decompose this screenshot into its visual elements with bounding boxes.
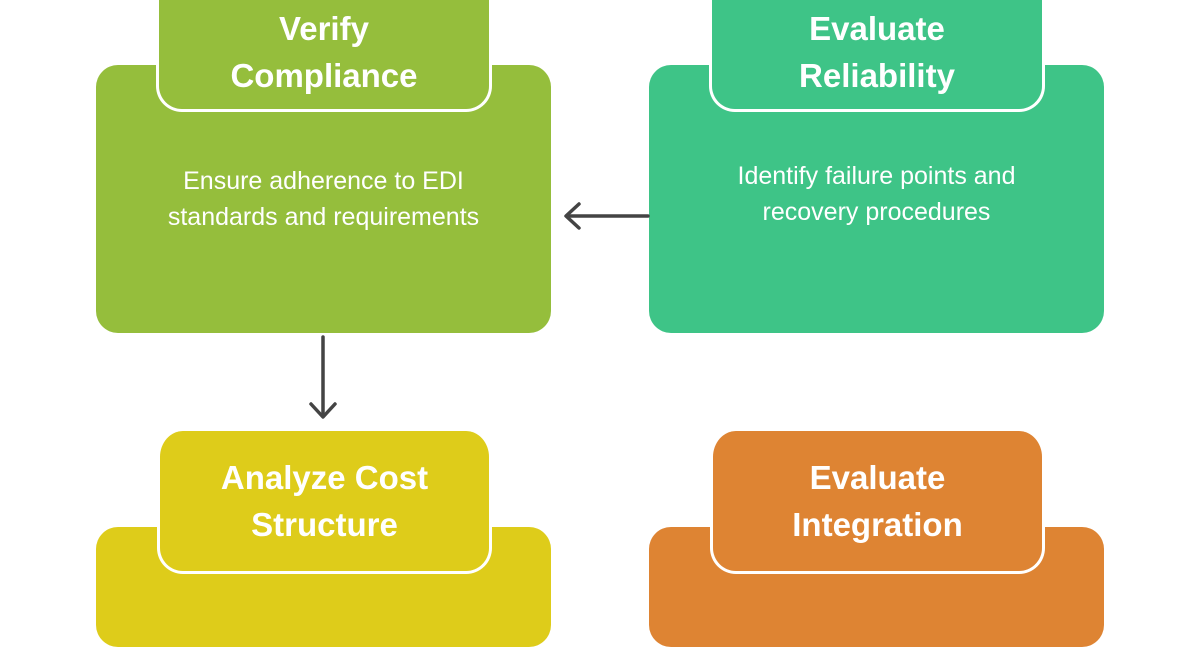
node-evaluate-integration-title: Evaluate Integration xyxy=(710,431,1045,574)
node-verify-compliance-title: Verify Compliance xyxy=(156,0,492,112)
node-analyze-cost-structure-title: Analyze Cost Structure xyxy=(157,431,492,574)
arrow-left-head xyxy=(564,202,581,230)
title-line-2: Integration xyxy=(792,506,963,543)
node-evaluate-reliability-title: Evaluate Reliability xyxy=(709,0,1045,112)
title-line-1: Analyze Cost xyxy=(220,459,429,496)
title-line-1: Evaluate xyxy=(809,9,945,47)
title-line-1: Verify xyxy=(279,9,369,47)
title-line-2: Compliance xyxy=(230,56,418,94)
title-line-1: Evaluate xyxy=(809,459,946,496)
title-line-2: Structure xyxy=(251,506,398,543)
node-evaluate-reliability-description: Identify failure points and recovery pro… xyxy=(737,162,1016,226)
node-verify-compliance-description: Ensure adherence to EDI standards and re… xyxy=(167,167,480,231)
arrow-left-icon xyxy=(564,202,650,230)
arrow-down-icon xyxy=(309,335,337,419)
arrow-down-head xyxy=(309,402,337,419)
title-line-2: Reliability xyxy=(799,56,955,94)
